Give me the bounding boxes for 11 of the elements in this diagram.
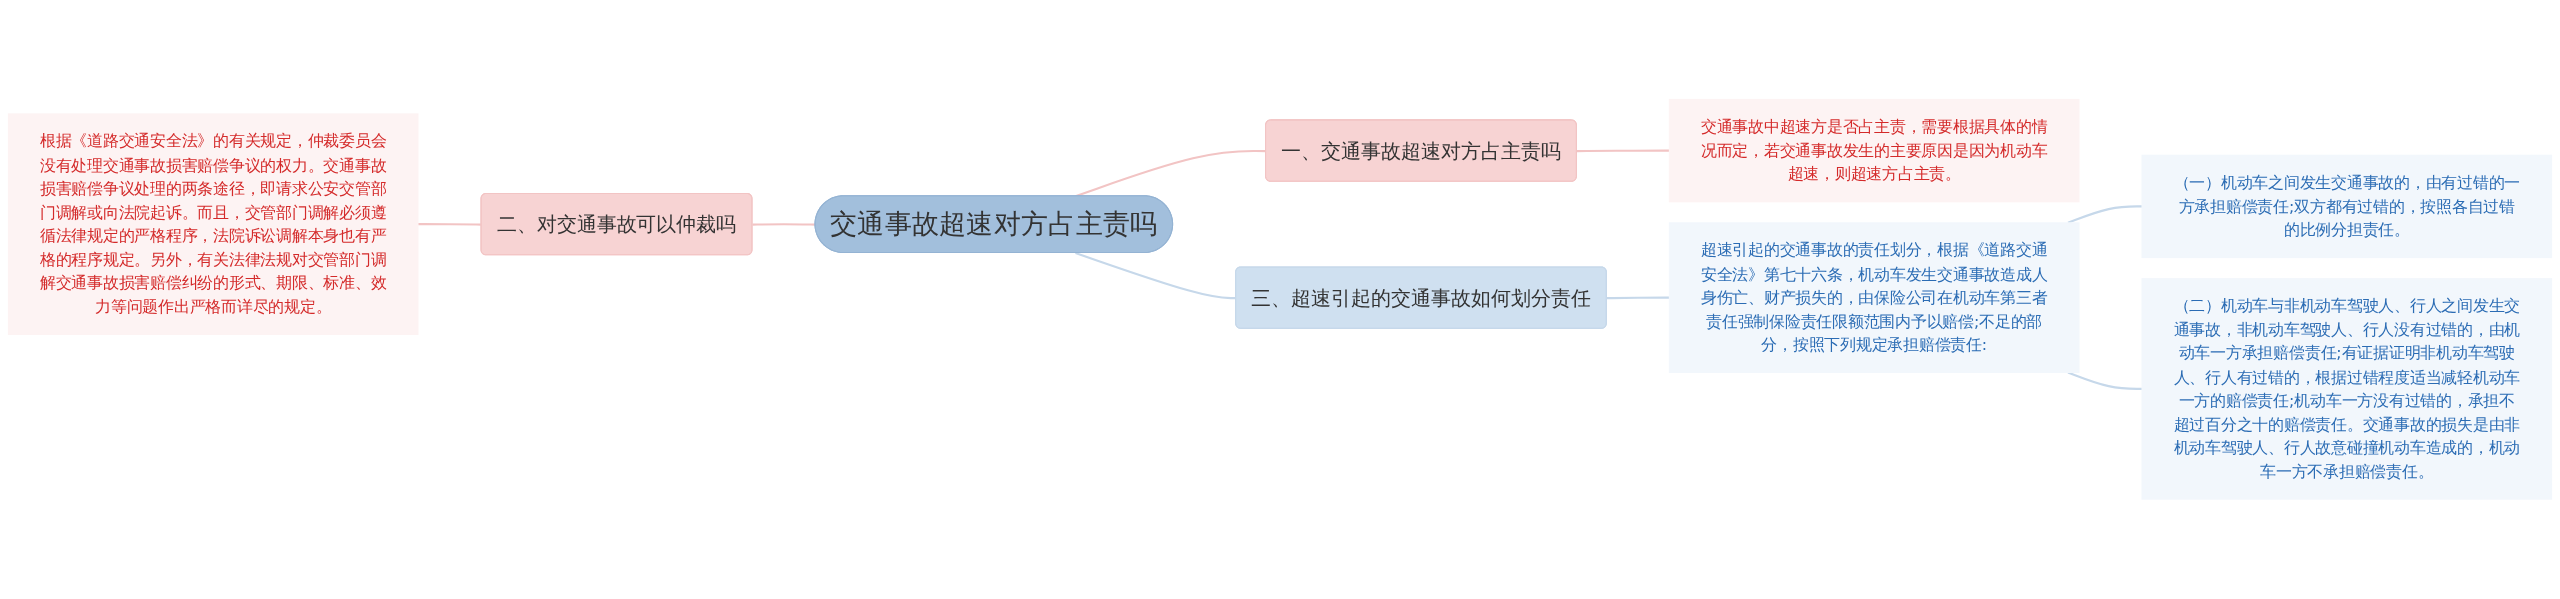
connector (2067, 371, 2142, 391)
node-box: 超速引起的交通事故的责任划分，根据《道路交通安全法》第七十六条，机动车发生交通事故造成人身伤亡、财产损失的，由保险公司在机动车第三者责任强制保险责任限额范围内予以赔偿;不足的部分，按照下列规定承担赔偿责任: (1668, 222, 2080, 374)
connector (1606, 296, 1670, 300)
connector (1576, 149, 1670, 153)
node-box: 根据《道路交通安全法》的有关规定，仲裁委员会没有处理交通事故损害赔偿争议的权力。交通事故损害赔偿争议处理的两条途径，即请求公安交管部门调解或向法院起诉。而且，交管部门调解必须遵循法律规定的严格程序，法院诉讼调解本身也有严格的程序规定。另外，有关法律法规对交管部门调解交通事故损害赔偿纠纷的形式、期限、标准、效力等问题作出严格而详尽的规定。 (7, 113, 419, 336)
node-box: （二）机动车与非机动车驾驶人、行人之间发生交通事故，非机动车驾驶人、行人没有过错的，由机动车一方承担赔偿责任;有证据证明非机动车驾驶人、行人有过错的，根据过错程度适当减轻机动车一方的赔偿责任;机动车一方没有过错的，承担不超过百分之十的赔偿责任。交通事故的损失是由非机动车驾驶人、行人故意碰撞机动车造成的，机动车一方不承担赔偿责任。 (2141, 278, 2553, 500)
node-box: （一）机动车之间发生交通事故的，由有过错的一方承担赔偿责任;双方都有过错的，按照各自过错的比例分担责任。 (2141, 154, 2553, 259)
connector (2067, 205, 2142, 224)
connector (418, 223, 482, 226)
connector (752, 223, 816, 226)
node-box: 交通事故中超速方是否占主责，需要根据具体的情况而定，若交通事故发生的主要原因是因为机动车超速，则超速方占主责。 (1668, 99, 2080, 203)
